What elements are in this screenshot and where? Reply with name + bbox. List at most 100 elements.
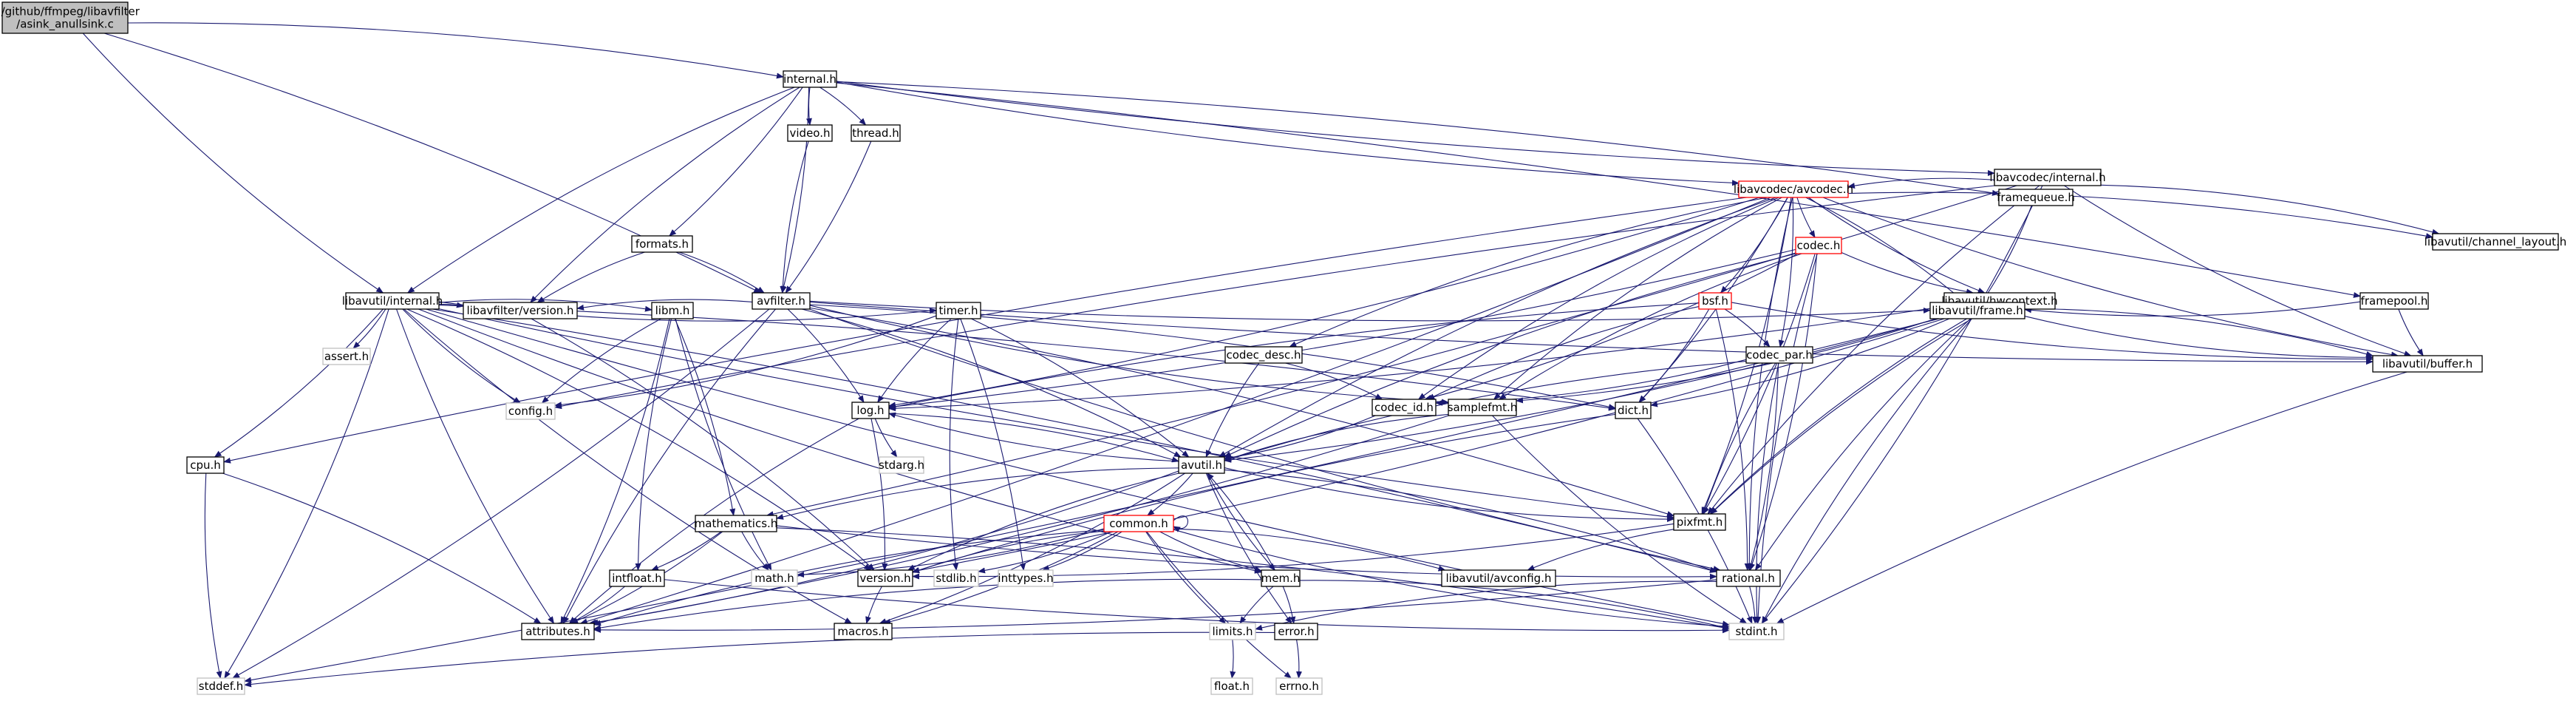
graph-node-box: [197, 677, 245, 695]
graph-node[interactable]: codec_desc.h: [1224, 346, 1303, 364]
graph-node-label: bsf.h: [1702, 294, 1728, 308]
dependency-edge: [1822, 197, 2399, 358]
dependency-edge: [232, 308, 770, 679]
graph-node-box: [1745, 346, 1813, 364]
graph-node[interactable]: codec_par.h: [1745, 346, 1813, 364]
graph-node[interactable]: cpu.h: [186, 456, 225, 474]
graph-node[interactable]: version.h: [857, 569, 913, 587]
graph-node-label: framequeue.h: [1997, 191, 2075, 204]
graph-node[interactable]: libavcodec/avcodec.h: [1734, 180, 1853, 198]
graph-node[interactable]: samplefmt.h: [1448, 399, 1518, 416]
dependency-edge: [678, 251, 765, 294]
graph-node[interactable]: E:/github/ffmpeg/libavfilter/asink_anull…: [0, 1, 140, 34]
graph-node-label: macros.h: [837, 625, 888, 638]
dependency-edge: [1709, 318, 1967, 515]
graph-node[interactable]: libavfilter/version.h: [463, 302, 578, 319]
graph-node[interactable]: video.h: [787, 124, 833, 142]
dependency-edge: [593, 578, 1262, 631]
graph-node[interactable]: libavcodec/internal.h: [1989, 169, 2106, 186]
graph-node[interactable]: attributes.h: [521, 623, 595, 640]
dependency-edge: [1417, 197, 1779, 400]
dependency-edge: [1289, 197, 1768, 348]
graph-node[interactable]: rational.h: [1716, 569, 1781, 587]
graph-node-box: [1615, 402, 1652, 419]
dependency-edge: [650, 531, 722, 571]
graph-node-box: [834, 623, 893, 640]
dependency-edge: [579, 197, 1771, 625]
graph-node[interactable]: thread.h: [851, 124, 901, 142]
graph-node-box: [933, 569, 979, 587]
dependency-edge: [1847, 192, 2433, 240]
graph-node: inttypes.h: [998, 569, 1054, 587]
dependency-edge: [1847, 177, 1995, 189]
graph-node[interactable]: libm.h: [651, 302, 694, 319]
dependency-edge: [877, 318, 952, 403]
graph-node[interactable]: libavutil/avconfig.h: [1441, 569, 1556, 587]
dependency-edge: [1492, 415, 1748, 624]
graph-node[interactable]: macros.h: [834, 623, 893, 640]
graph-node[interactable]: common.h: [1103, 515, 1174, 532]
graph-node[interactable]: libavutil/internal.h: [342, 292, 443, 310]
dependency-edge: [244, 631, 1275, 688]
graph-node[interactable]: intfloat.h: [609, 569, 665, 587]
dependency-edge: [1703, 253, 1816, 515]
graph-node[interactable]: avfilter.h: [752, 292, 811, 310]
dependency-edge: [870, 418, 888, 571]
graph-node-label: mathematics.h: [695, 517, 778, 530]
dependency-edge: [741, 531, 769, 571]
dependency-edge: [912, 413, 1616, 573]
graph-node-box: [1698, 292, 1732, 310]
graph-node-label: version.h: [859, 572, 910, 585]
graph-node-box: [609, 569, 665, 587]
dependency-edge: [82, 33, 384, 294]
graph-node-label: common.h: [1109, 517, 1168, 530]
graph-node[interactable]: mathematics.h: [695, 515, 778, 532]
graph-node[interactable]: libavutil/frame.h: [1929, 302, 2025, 319]
graph-node[interactable]: framequeue.h: [1997, 189, 2075, 206]
dependency-edge: [204, 473, 222, 679]
dependency-edge: [1493, 197, 1782, 400]
dependency-edge: [1808, 197, 1986, 294]
dependency-edge: [1427, 305, 1700, 400]
dependency-edge: [1207, 473, 1275, 571]
dependency-edge: [438, 308, 1674, 520]
dependency-edge: [438, 302, 464, 308]
graph-node[interactable]: libavutil/channel_layout.h: [2425, 233, 2567, 251]
dependency-edge: [971, 318, 1190, 458]
graph-node[interactable]: timer.h: [936, 302, 981, 319]
graph-node-box: [1372, 399, 1437, 416]
graph-node[interactable]: codec_id.h: [1372, 399, 1437, 416]
graph-node[interactable]: avutil.h: [1178, 456, 1225, 474]
dependency-edge: [1145, 531, 1227, 624]
graph-node-label: assert.h: [324, 350, 369, 363]
graph-node-box: [787, 124, 833, 142]
graph-node[interactable]: libavutil/buffer.h: [2372, 355, 2483, 373]
graph-node-label: math.h: [754, 572, 794, 585]
dependency-edge: [1224, 469, 1717, 573]
graph-node[interactable]: error.h: [1274, 623, 1318, 640]
graph-node[interactable]: dict.h: [1615, 402, 1652, 419]
graph-node[interactable]: log.h: [851, 402, 890, 419]
dependency-edge: [2100, 184, 2440, 235]
graph-node[interactable]: mem.h: [1261, 569, 1301, 587]
graph-node-box: [1673, 513, 1726, 531]
graph-node[interactable]: codec.h: [1795, 237, 1842, 254]
dependency-edge: [103, 33, 762, 294]
graph-node[interactable]: formats.h: [631, 235, 693, 253]
graph-node[interactable]: bsf.h: [1698, 292, 1732, 310]
graph-node[interactable]: framepool.h: [2359, 292, 2429, 310]
graph-node-box: [879, 456, 924, 474]
graph-node-box: [186, 456, 225, 474]
graph-node[interactable]: pixfmt.h: [1673, 513, 1726, 531]
dependency-edge: [674, 318, 736, 516]
graph-node-box: [695, 515, 777, 532]
dependency-edge: [879, 473, 1185, 624]
graph-node[interactable]: internal.h: [783, 70, 837, 88]
dependency-edge: [554, 315, 937, 408]
graph-node-label: float.h: [1214, 680, 1250, 693]
dependency-edge: [418, 308, 1262, 574]
dependency-edge: [1224, 413, 1449, 461]
graph-node-box: [521, 623, 595, 640]
dependency-edge: [1224, 253, 1796, 458]
